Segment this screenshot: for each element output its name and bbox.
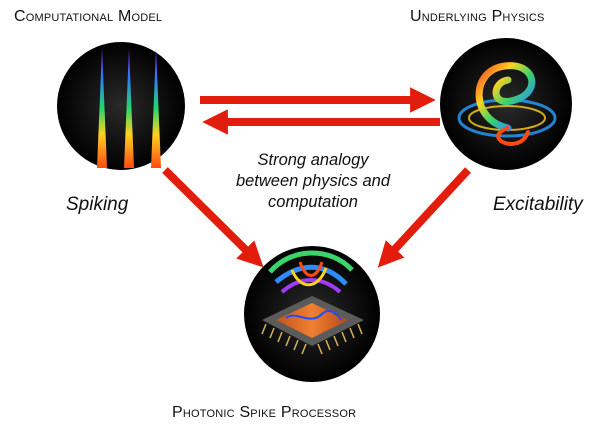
arrow-model-to-processor xyxy=(162,167,264,268)
analogy-text: Strong analogy between physics and compu… xyxy=(218,150,408,213)
computational-model-node xyxy=(57,42,185,170)
excitability-caption: Excitability xyxy=(493,194,583,215)
spike-train-icon xyxy=(97,48,161,168)
underlying-physics-heading: Underlying Physics xyxy=(410,8,545,25)
brain-fibers-icon xyxy=(268,250,354,294)
computational-model-heading: Computational Model xyxy=(14,8,163,25)
analogy-line-1: Strong analogy xyxy=(257,151,369,169)
photonic-processor-node xyxy=(244,246,380,382)
photonic-chip-icon xyxy=(261,296,364,355)
photonic-processor-heading: Photonic Spike Processor xyxy=(172,404,357,421)
spiking-caption: Spiking xyxy=(66,194,129,215)
analogy-line-2: between physics and xyxy=(235,172,391,190)
underlying-physics-node xyxy=(440,38,572,170)
excitability-attractor-icon xyxy=(457,62,557,146)
analogy-line-3: computation xyxy=(268,193,358,211)
arrow-physics-to-processor xyxy=(377,167,471,268)
